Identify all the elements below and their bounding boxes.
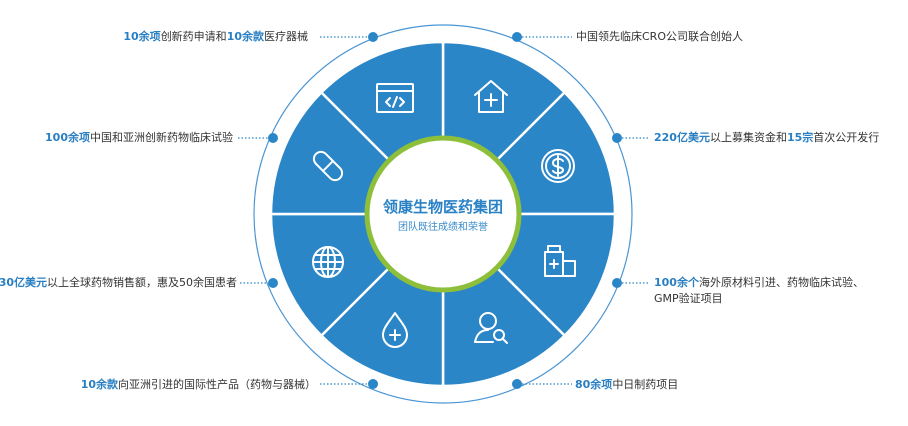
dollar-coin-icon — [541, 149, 575, 183]
connector-dot — [368, 32, 378, 42]
text: 中日制药项目 — [612, 378, 679, 391]
label-top-right: 中国领先临床CRO公司联合创始人 — [576, 29, 743, 45]
text: 医疗器械 — [264, 30, 308, 43]
highlight: 80余项 — [575, 378, 613, 391]
text: GMP验证项目 — [654, 292, 723, 305]
label-bottom-right: 80余项中日制药项目 — [575, 377, 678, 393]
text: 中国领先临床CRO公司联合创始人 — [576, 30, 743, 43]
center-subtitle: 团队既往成绩和荣誉 — [398, 222, 488, 233]
label-upper-right: 220亿美元以上募集资金和15宗首次公开发行 — [654, 130, 879, 146]
highlight: 10余款 — [226, 30, 264, 43]
highlight: 30亿美元 — [0, 276, 47, 289]
connector-dot — [512, 32, 522, 42]
text: 以上募集资金和 — [709, 131, 787, 144]
highlight: 100余项 — [45, 131, 90, 144]
highlight: 100余个 — [654, 276, 699, 289]
highlight: 10余项 — [123, 30, 161, 43]
highlight: 10余款 — [80, 378, 118, 391]
label-upper-left: 100余项中国和亚洲创新药物临床试验 — [45, 130, 233, 146]
drop-plus-icon — [382, 312, 408, 348]
connector-dot — [512, 379, 522, 389]
label-top-left: 10余项创新药申请和10余款医疗器械 — [123, 29, 308, 45]
house-plus-icon — [474, 80, 508, 113]
center-circle — [364, 135, 522, 293]
connector-dot — [612, 278, 622, 288]
highlight: 220亿美元 — [654, 131, 710, 144]
text: 创新药申请和 — [160, 30, 227, 43]
text: 首次公开发行 — [813, 131, 880, 144]
connector-dot — [368, 379, 378, 389]
label-bottom-left: 10余款向亚洲引进的国际性产品（药物与器械） — [81, 377, 316, 393]
text: 以上全球药物销售额，惠及50余国患者 — [47, 276, 237, 289]
person-search-icon — [474, 312, 508, 344]
text: 海外原材料引进、药物临床试验、 — [698, 276, 864, 289]
center-title: 领康生物医药集团 — [382, 198, 503, 216]
text: 向亚洲引进的国际性产品（药物与器械） — [118, 378, 316, 391]
label-lower-right: 100余个海外原材料引进、药物临床试验、 GMP验证项目 — [654, 275, 864, 307]
outer-ring — [253, 24, 633, 404]
code-window-icon — [376, 83, 414, 113]
connector-dot — [268, 133, 278, 143]
connector-dot — [268, 278, 278, 288]
pill-icon — [312, 150, 344, 182]
label-lower-left: 30亿美元以上全球药物销售额，惠及50余国患者 — [0, 275, 237, 291]
text: 中国和亚洲创新药物临床试验 — [90, 131, 233, 144]
connector-dot — [612, 133, 622, 143]
globe-icon — [312, 246, 344, 278]
highlight: 15宗 — [786, 131, 814, 144]
medicine-boxes-icon — [544, 245, 576, 277]
